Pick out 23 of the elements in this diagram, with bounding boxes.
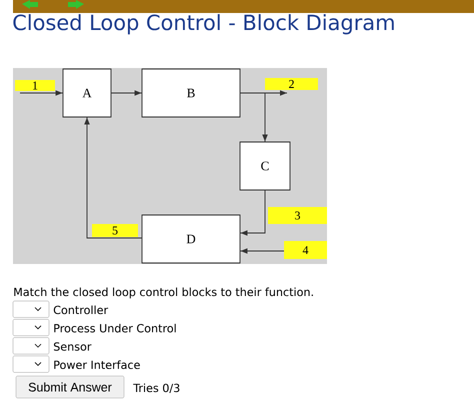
arrow [240, 92, 268, 142]
tries-counter: Tries 0/3 [133, 384, 180, 394]
block: B [142, 68, 240, 118]
option-label: Power Interface [54, 360, 140, 370]
option-label: Sensor [54, 342, 92, 351]
block: C [240, 142, 290, 190]
edge-label: 3 [268, 207, 327, 224]
option-label: Process Under Control [54, 324, 176, 332]
edge-label: 1 [15, 80, 55, 91]
block: D [142, 214, 240, 264]
arrow [240, 248, 286, 254]
arrow [84, 117, 142, 238]
arrow [240, 190, 266, 236]
block: A [62, 68, 112, 118]
instruction-text: Match the closed loop control blocks to their function. [14, 288, 313, 298]
edge-label: 4 [284, 241, 327, 259]
title: Closed Loop Control - Block Diagram [13, 14, 394, 34]
edge-label: 2 [265, 78, 318, 90]
edge-label: 5 [92, 224, 138, 237]
submit-button: Submit Answer [16, 376, 124, 398]
arrow [111, 90, 142, 96]
arrow [20, 90, 63, 96]
option-label: Controller [54, 306, 108, 314]
